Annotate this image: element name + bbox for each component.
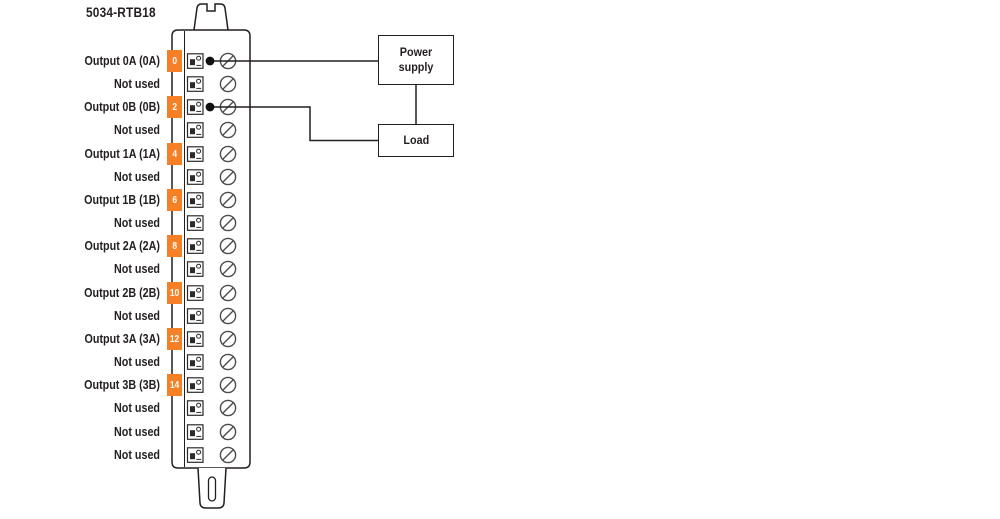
terminal-tag-2: 2: [167, 96, 182, 118]
terminal-tag-number: 2: [172, 101, 177, 113]
row-label-7: Not used: [114, 216, 160, 230]
terminal-tag-number: 4: [172, 148, 177, 160]
load-label: Load: [403, 133, 429, 147]
row-label-15: Not used: [114, 401, 160, 415]
wire-connection-dot: [205, 56, 215, 66]
row-label-2: Output 0B (0B): [84, 100, 160, 114]
terminal-tag-6: 6: [167, 189, 182, 211]
row-label-0: Output 0A (0A): [84, 54, 160, 68]
row-label-16: Not used: [114, 425, 160, 439]
row-label-8: Output 2A (2A): [84, 239, 160, 253]
terminal-tag-8: 8: [167, 235, 182, 257]
terminal-tag-4: 4: [167, 143, 182, 165]
terminal-tag-number: 6: [172, 194, 177, 206]
row-label-3: Not used: [114, 123, 160, 137]
block-body: [171, 29, 251, 469]
row-label-10: Output 2B (2B): [84, 286, 160, 300]
row-label-9: Not used: [114, 262, 160, 276]
terminal-tag-number: 8: [172, 240, 177, 252]
row-label-17: Not used: [114, 448, 160, 462]
row-label-14: Output 3B (3B): [84, 378, 160, 392]
power-supply-label: Power supply: [398, 45, 434, 74]
load-box: Load: [378, 124, 454, 157]
row-label-11: Not used: [114, 309, 160, 323]
terminal-tag-number: 14: [169, 379, 180, 391]
row-label-13: Not used: [114, 355, 160, 369]
power-supply-box: Power supply: [378, 35, 454, 85]
terminal-tag-0: 0: [167, 50, 182, 72]
terminal-tag-number: 12: [169, 333, 180, 345]
module-title: 5034-RTB18: [86, 5, 156, 20]
row-label-1: Not used: [114, 77, 160, 91]
wire-output0b-to-load: [212, 106, 378, 142]
row-label-5: Not used: [114, 170, 160, 184]
terminal-tag-10: 10: [167, 282, 182, 304]
block-top-tab: [193, 3, 229, 31]
row-label-12: Output 3A (3A): [84, 332, 160, 346]
wire-connection-dot: [205, 102, 215, 112]
terminal-tag-number: 10: [169, 287, 180, 299]
terminal-tag-12: 12: [167, 328, 182, 350]
row-label-6: Output 1B (1B): [84, 193, 160, 207]
terminal-tag-14: 14: [167, 374, 182, 396]
terminal-tag-number: 0: [172, 55, 177, 67]
row-label-4: Output 1A (1A): [84, 147, 160, 161]
